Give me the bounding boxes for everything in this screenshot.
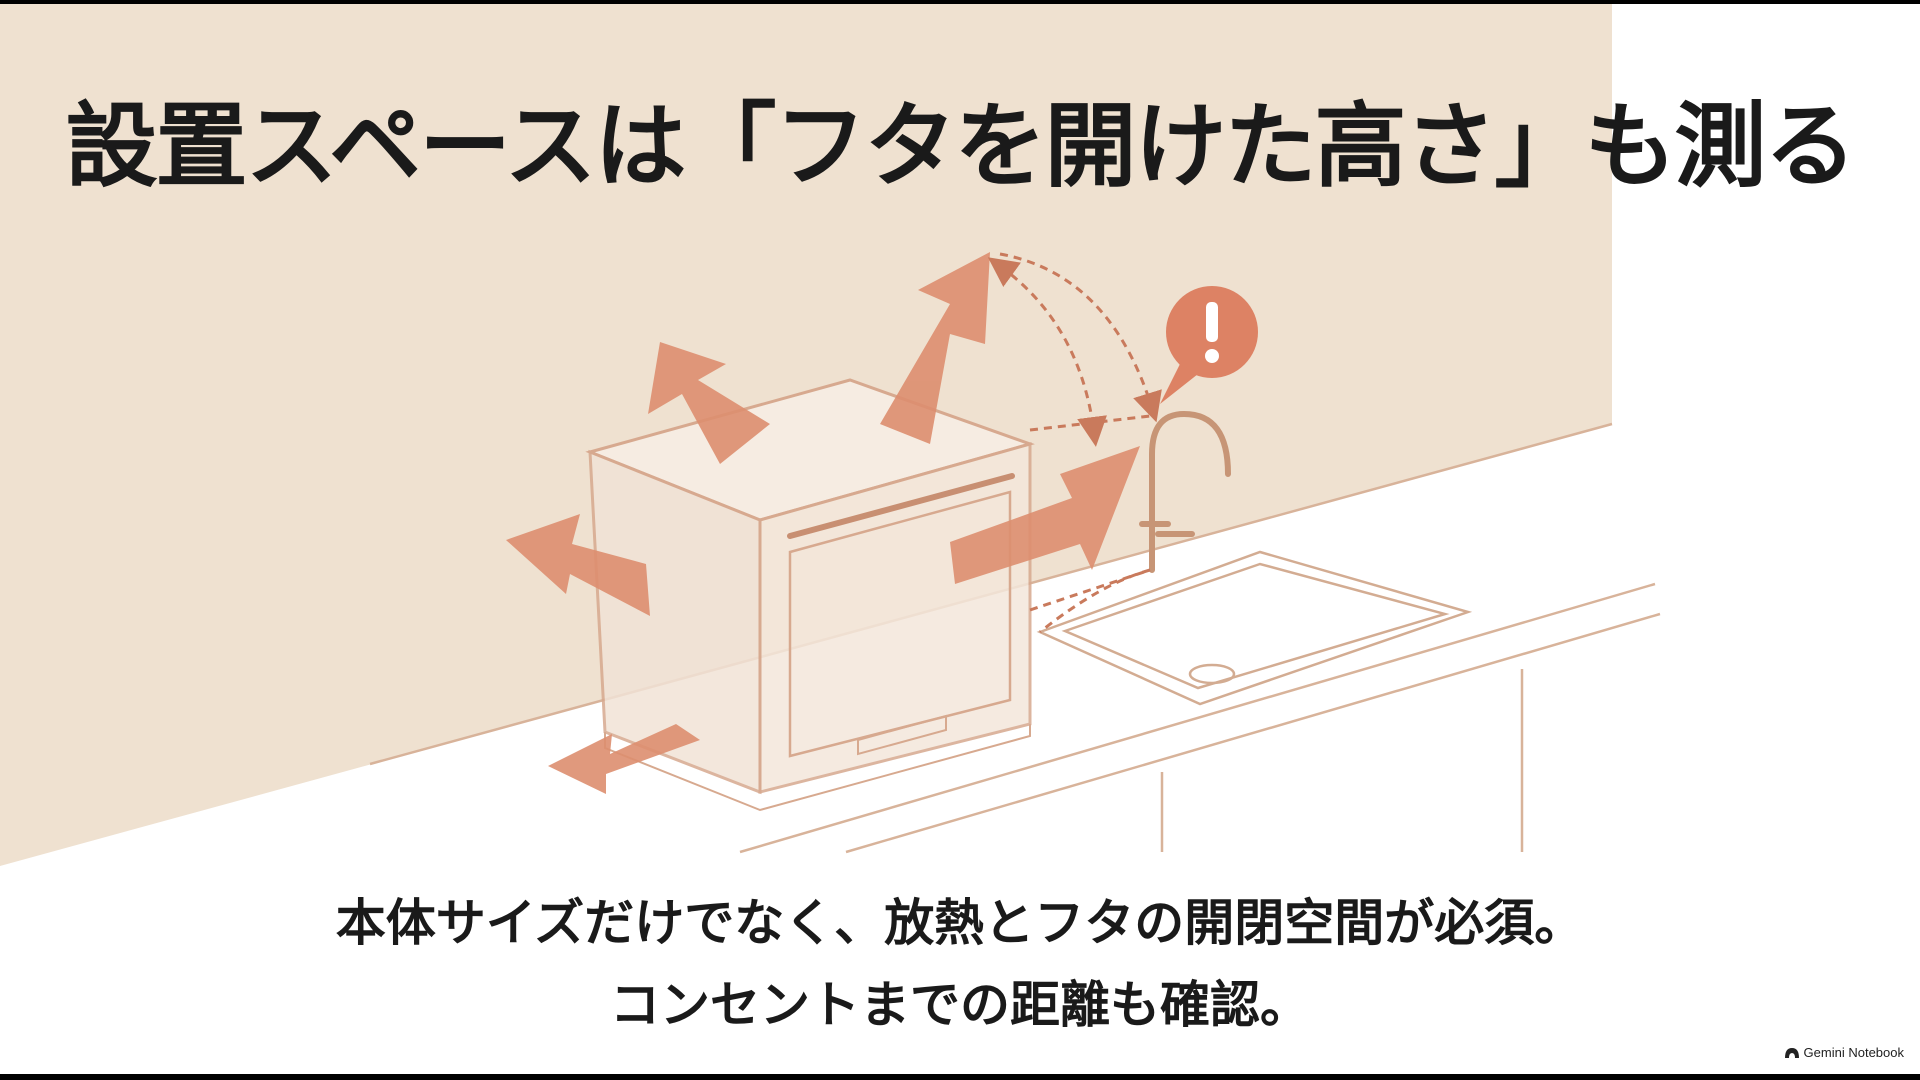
notebook-logo-icon bbox=[1784, 1047, 1799, 1058]
lid-clearance-dashes bbox=[987, 252, 1162, 634]
watermark-badge: Gemini Notebook bbox=[1784, 1045, 1904, 1060]
arrow-up-curve bbox=[880, 252, 990, 444]
installation-space-illustration bbox=[0, 4, 1661, 866]
caption-line-1: 本体サイズだけでなく、放熱とフタの開閉空間が必須。 bbox=[335, 894, 1585, 952]
slide-caption: 本体サイズだけでなく、放熱とフタの開閉空間が必須。 コンセントまでの距離も確認。 bbox=[0, 882, 1920, 1046]
warning-icon bbox=[1160, 286, 1258, 404]
arrow-right bbox=[950, 446, 1140, 584]
arrow-down-left bbox=[548, 724, 700, 794]
sink bbox=[1036, 550, 1473, 706]
arrow-left bbox=[506, 514, 650, 616]
slide-title: 設置スペースは「フタを開けた高さ」も測る bbox=[65, 92, 1857, 200]
caption-line-2: コンセントまでの距離も確認。 bbox=[610, 976, 1310, 1034]
clearance-arrows bbox=[506, 252, 1140, 794]
slide: 設置スペースは「フタを開けた高さ」も測る 本体サイズだけでなく、放熱とフタの開閉… bbox=[0, 4, 1920, 1074]
faucet bbox=[1139, 410, 1231, 573]
arrow-up-left bbox=[648, 342, 770, 464]
watermark-text: Gemini Notebook bbox=[1803, 1045, 1904, 1060]
